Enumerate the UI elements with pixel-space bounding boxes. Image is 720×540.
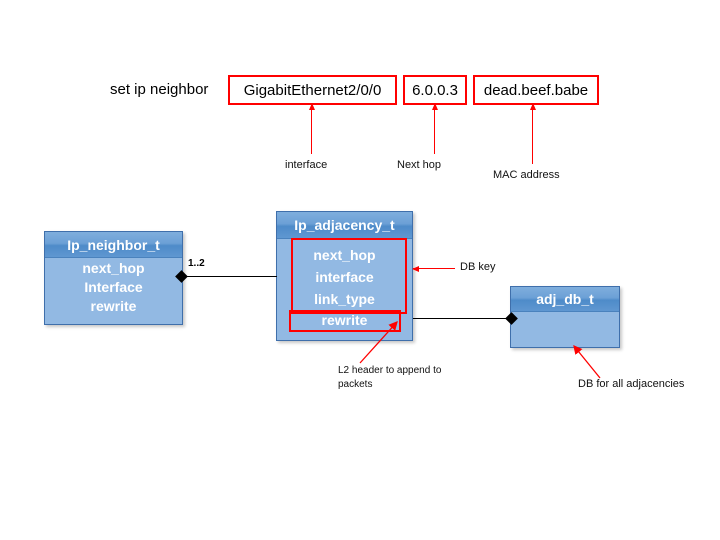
interface-callout-label: interface (285, 159, 328, 171)
command-arg-interface-box: GigabitEthernet2/0/0 (228, 75, 397, 105)
command-arg-nexthop-box: 6.0.0.3 (403, 75, 467, 105)
highlight-rewrite-field (289, 310, 401, 332)
association-line-adjacency-adjdb (413, 318, 513, 319)
interface-callout-arrow (308, 103, 315, 154)
field-link-type: link_type (314, 291, 375, 307)
field-rewrite: rewrite (321, 312, 368, 328)
field-next-hop: next_hop (313, 247, 376, 263)
class-title-adj-db-t: adj_db_t (511, 287, 619, 312)
class-title-ip-adjacency-t: Ip_adjacency_t (277, 212, 412, 239)
nexthop-callout-label: Next hop (397, 159, 442, 171)
l2-header-callout-label: L2 header to append to packets (338, 365, 442, 390)
association-line-neighbor-adjacency (183, 276, 277, 277)
association-multiplicity: 1..2 (188, 258, 205, 269)
command-arg-mac-box: dead.beef.babe (473, 75, 599, 105)
class-box-adj-db-t: adj_db_t (510, 286, 620, 348)
db-key-callout-label: DB key (460, 261, 496, 273)
db-key-callout-arrow (412, 265, 455, 272)
nexthop-callout-arrow (431, 103, 438, 154)
class-box-ip-adjacency-t: Ip_adjacency_t next_hop interface link_t… (276, 211, 413, 341)
class-box-ip-neighbor-t: Ip_neighbor_t next_hop Interface rewrite (44, 231, 183, 325)
highlight-db-key-fields (291, 238, 407, 314)
mac-callout-label: MAC address (493, 169, 560, 181)
class-fields-adj-db-t (511, 312, 619, 347)
field-next-hop: next_hop (82, 260, 145, 276)
mac-callout-arrow (529, 103, 536, 164)
class-title-ip-neighbor-t: Ip_neighbor_t (45, 232, 182, 258)
field-interface: interface (315, 269, 374, 285)
db-all-adj-callout-label: DB for all adjacencies (578, 378, 685, 390)
command-label: set ip neighbor (110, 81, 209, 98)
field-interface: Interface (84, 279, 143, 295)
class-fields-ip-neighbor-t: next_hop Interface rewrite (45, 258, 182, 324)
field-rewrite: rewrite (90, 298, 137, 314)
